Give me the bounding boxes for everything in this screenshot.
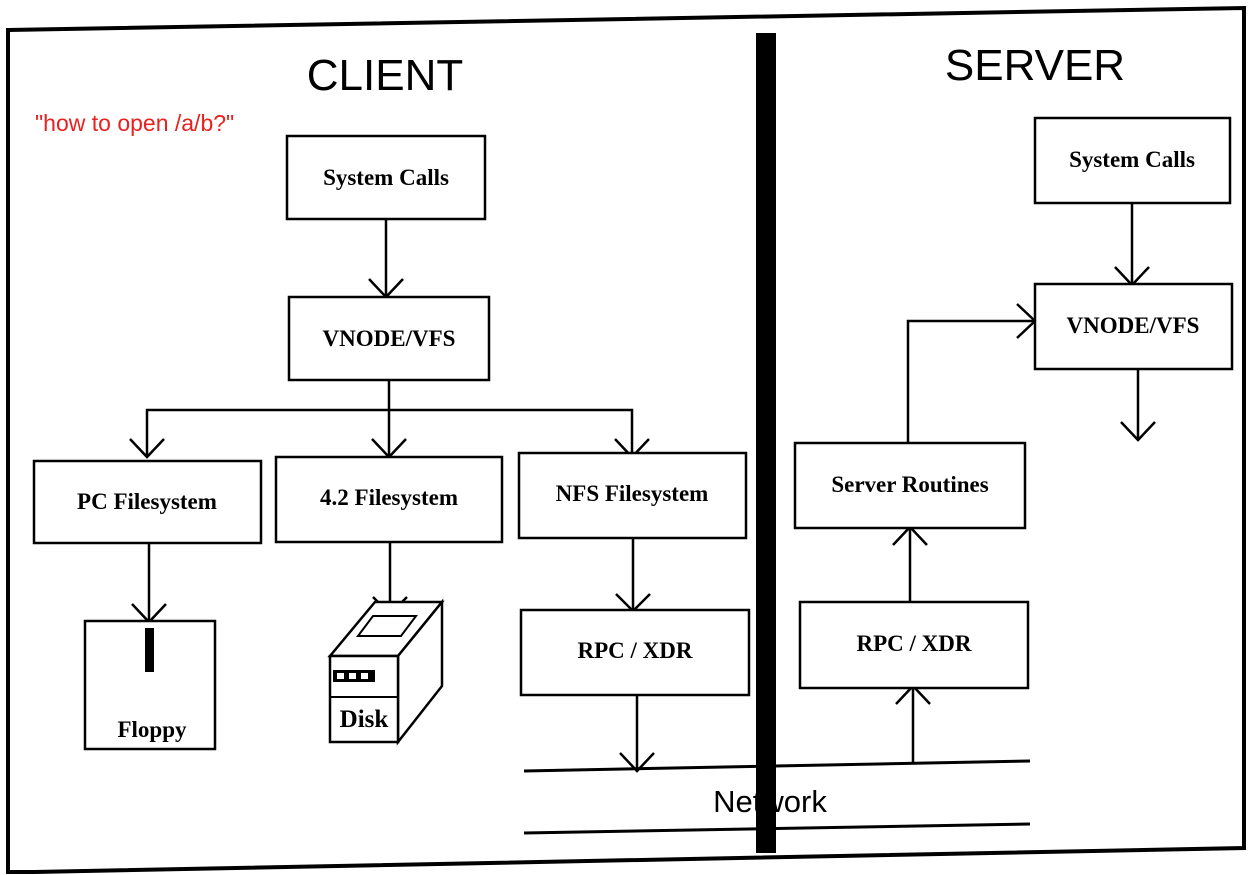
client-branch-bar xyxy=(145,408,634,457)
server-heading: SERVER xyxy=(945,41,1125,90)
annotation-note: "how to open /a/b?" xyxy=(35,110,234,136)
arrowhead-network-client xyxy=(619,752,655,773)
floppy-slot-icon xyxy=(145,628,154,672)
pc-filesystem-label: PC Filesystem xyxy=(77,489,217,514)
arrowhead-server-down xyxy=(1120,421,1156,442)
server-rpc-box xyxy=(798,600,1030,690)
outer-frame xyxy=(6,5,1246,874)
server-routines-box xyxy=(793,441,1027,530)
server-system-calls-label: System Calls xyxy=(1069,147,1195,172)
floppy-label: Floppy xyxy=(117,717,187,742)
client-arrowhead-pc xyxy=(129,438,165,459)
client-heading: CLIENT xyxy=(307,51,463,100)
nfs-filesystem-label: NFS Filesystem xyxy=(556,481,709,506)
client-server-divider xyxy=(756,33,776,853)
network-line-bottom xyxy=(523,822,1031,835)
nfs-filesystem-box xyxy=(517,451,748,540)
fs42-box xyxy=(274,455,504,544)
server-vnode-label: VNODE/VFS xyxy=(1067,313,1200,338)
network-line-top xyxy=(523,759,1031,773)
fs42-label: 4.2 Filesystem xyxy=(320,485,458,510)
network-label: Network xyxy=(713,784,827,819)
pc-filesystem-box xyxy=(32,459,263,545)
server-system-calls-box xyxy=(1033,116,1232,205)
server-routines-label: Server Routines xyxy=(831,472,988,497)
disk-drive-icon xyxy=(327,598,445,746)
client-rpc-label: RPC / XDR xyxy=(578,638,693,663)
client-system-calls-label: System Calls xyxy=(323,165,449,190)
client-rpc-box xyxy=(519,608,751,697)
client-vnode-box xyxy=(287,295,491,382)
server-vnode-box xyxy=(1033,282,1234,371)
server-rpc-label: RPC / XDR xyxy=(857,631,972,656)
arrow-routines-to-vnode xyxy=(906,319,1035,443)
disk-label: Disk xyxy=(340,706,389,733)
client-vnode-label: VNODE/VFS xyxy=(323,326,456,351)
